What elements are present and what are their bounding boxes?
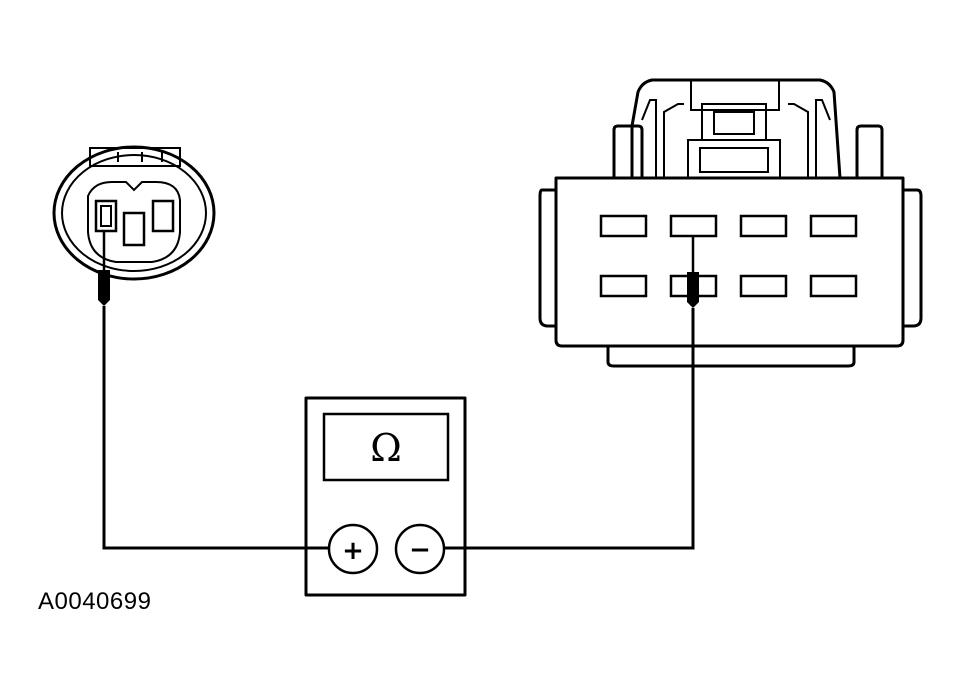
negative-probe bbox=[687, 236, 699, 308]
negative-terminal bbox=[394, 523, 446, 575]
rect-connector-pin-7 bbox=[739, 274, 788, 298]
meter-display bbox=[322, 412, 450, 482]
rect-connector-pin-5 bbox=[599, 274, 648, 298]
rect-connector-pin-2 bbox=[669, 214, 718, 238]
positive-probe bbox=[98, 231, 110, 306]
round-connector bbox=[52, 145, 216, 281]
round-connector-pin-2 bbox=[122, 211, 146, 247]
negative-terminal-label: − bbox=[409, 535, 431, 565]
positive-terminal bbox=[327, 523, 379, 575]
ohm-symbol: Ω bbox=[370, 426, 402, 470]
positive-terminal-label: + bbox=[342, 536, 364, 566]
ohmmeter: Ω + − bbox=[304, 396, 467, 597]
negative-lead-wire bbox=[444, 308, 695, 550]
rect-connector bbox=[538, 78, 923, 368]
rect-connector-pin-1 bbox=[599, 214, 648, 238]
rect-connector-pin-8 bbox=[809, 274, 858, 298]
round-connector-pin-3 bbox=[151, 199, 175, 233]
rect-connector-pin-3 bbox=[739, 214, 788, 238]
rect-connector-pin-4 bbox=[809, 214, 858, 238]
figure-id: A0040699 bbox=[38, 588, 152, 615]
positive-lead-wire bbox=[102, 306, 329, 550]
